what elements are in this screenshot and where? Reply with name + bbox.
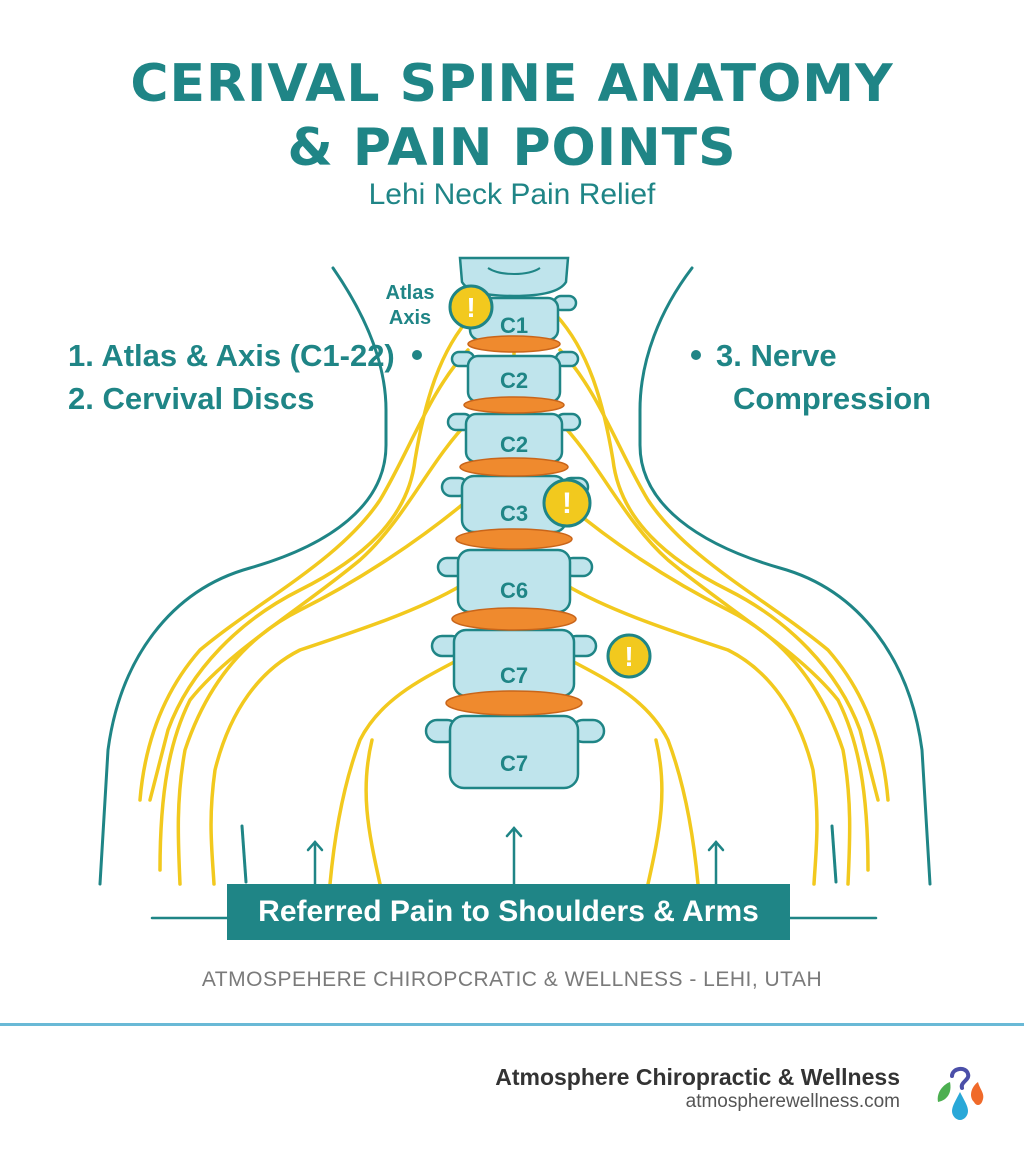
waist-line-right xyxy=(830,824,838,884)
logo-flame xyxy=(971,1082,984,1105)
page-subtitle: Lehi Neck Pain Relief xyxy=(368,178,656,211)
atlas-note-line: Atlas xyxy=(385,282,435,304)
disc xyxy=(467,335,561,353)
nerve xyxy=(554,313,880,802)
disc xyxy=(445,690,583,716)
atlas-cap-notch xyxy=(487,267,541,275)
label-atlas-axis: 1. Atlas & Axis (C1-22) xyxy=(68,338,395,373)
vertebra-label: C2 xyxy=(500,368,528,393)
nerve xyxy=(564,583,819,886)
vertebra-label: C3 xyxy=(500,501,528,526)
nerve xyxy=(560,498,852,886)
nerve xyxy=(176,498,470,886)
nerve xyxy=(328,658,460,886)
nerve xyxy=(209,583,464,886)
body-outline-right xyxy=(638,266,932,886)
spine-column: C1 C2 C2 C3 C6 C7 C7 xyxy=(424,256,606,790)
logo-drop xyxy=(952,1092,968,1120)
warning-symbol: ! xyxy=(624,641,633,672)
nerve-network xyxy=(138,313,890,886)
warning-icon: ! xyxy=(448,284,494,330)
brand-logo-icon xyxy=(937,1067,984,1120)
nerve xyxy=(568,658,700,886)
nerve xyxy=(558,348,890,802)
vertebra-labels: C1 C2 C2 C3 C6 C7 C7 xyxy=(500,313,528,776)
label-compression: Compression xyxy=(733,381,932,416)
title-line-2: & PAIN POINTS xyxy=(287,118,737,178)
body-outline-left xyxy=(98,266,388,886)
nerve xyxy=(138,348,470,802)
atlas-axis-note: Atlas Axis xyxy=(378,281,442,331)
nerve xyxy=(646,738,664,886)
waist-line-left xyxy=(240,824,248,884)
body-outline xyxy=(98,266,932,886)
bullet-dot-icon xyxy=(412,350,422,360)
arrow-up-icon xyxy=(707,840,725,886)
disc xyxy=(459,457,569,477)
brand-name: Atmosphere Chiropractic & Wellness xyxy=(495,1064,900,1090)
footer-divider xyxy=(0,1023,1024,1026)
vertebral-bodies xyxy=(448,296,580,790)
location-caption: ATMOSPEHERE CHIROPCRATIC & WELLNESS - LE… xyxy=(201,968,823,991)
disc xyxy=(463,396,565,414)
nerve xyxy=(148,313,474,802)
bullet-dot-icon xyxy=(691,350,701,360)
warning-icon: ! xyxy=(542,478,592,528)
disc xyxy=(451,607,577,631)
pain-markers: ! ! ! xyxy=(448,284,652,679)
atlas-note-line: Axis xyxy=(388,307,432,329)
vertebra-label: C2 xyxy=(500,432,528,457)
warning-symbol: ! xyxy=(466,292,475,323)
arrow-up-icon xyxy=(306,840,324,886)
logo-swirl xyxy=(950,1067,971,1090)
page-title: CERIVAL SPINE ANATOMY & PAIN POINTS xyxy=(0,52,1024,180)
transverse-processes xyxy=(424,294,606,744)
vertebra-c7b xyxy=(448,714,580,790)
label-nerve: 3. Nerve xyxy=(716,338,837,373)
intervertebral-discs xyxy=(445,335,583,716)
referred-pain-banner: Referred Pain to Shoulders & Arms xyxy=(227,884,790,940)
arrow-up-icon xyxy=(505,826,523,886)
vertebra-label: C1 xyxy=(500,313,528,338)
vertebra-label: C7 xyxy=(500,751,528,776)
warning-symbol: ! xyxy=(562,487,572,520)
title-line-1: CERIVAL SPINE ANATOMY xyxy=(130,54,894,114)
warning-icon: ! xyxy=(606,633,652,679)
brand-url[interactable]: atmospherewellness.com xyxy=(685,1091,900,1112)
nerve xyxy=(364,738,382,886)
vertebra-label: C7 xyxy=(500,663,528,688)
logo-leaf xyxy=(937,1082,951,1102)
vertebra-label: C6 xyxy=(500,578,528,603)
label-cervical-discs: 2. Cervival Discs xyxy=(68,381,315,416)
referred-pain-arrows xyxy=(150,826,878,920)
banner-text: Referred Pain to Shoulders & Arms xyxy=(258,895,759,928)
disc xyxy=(455,528,573,550)
